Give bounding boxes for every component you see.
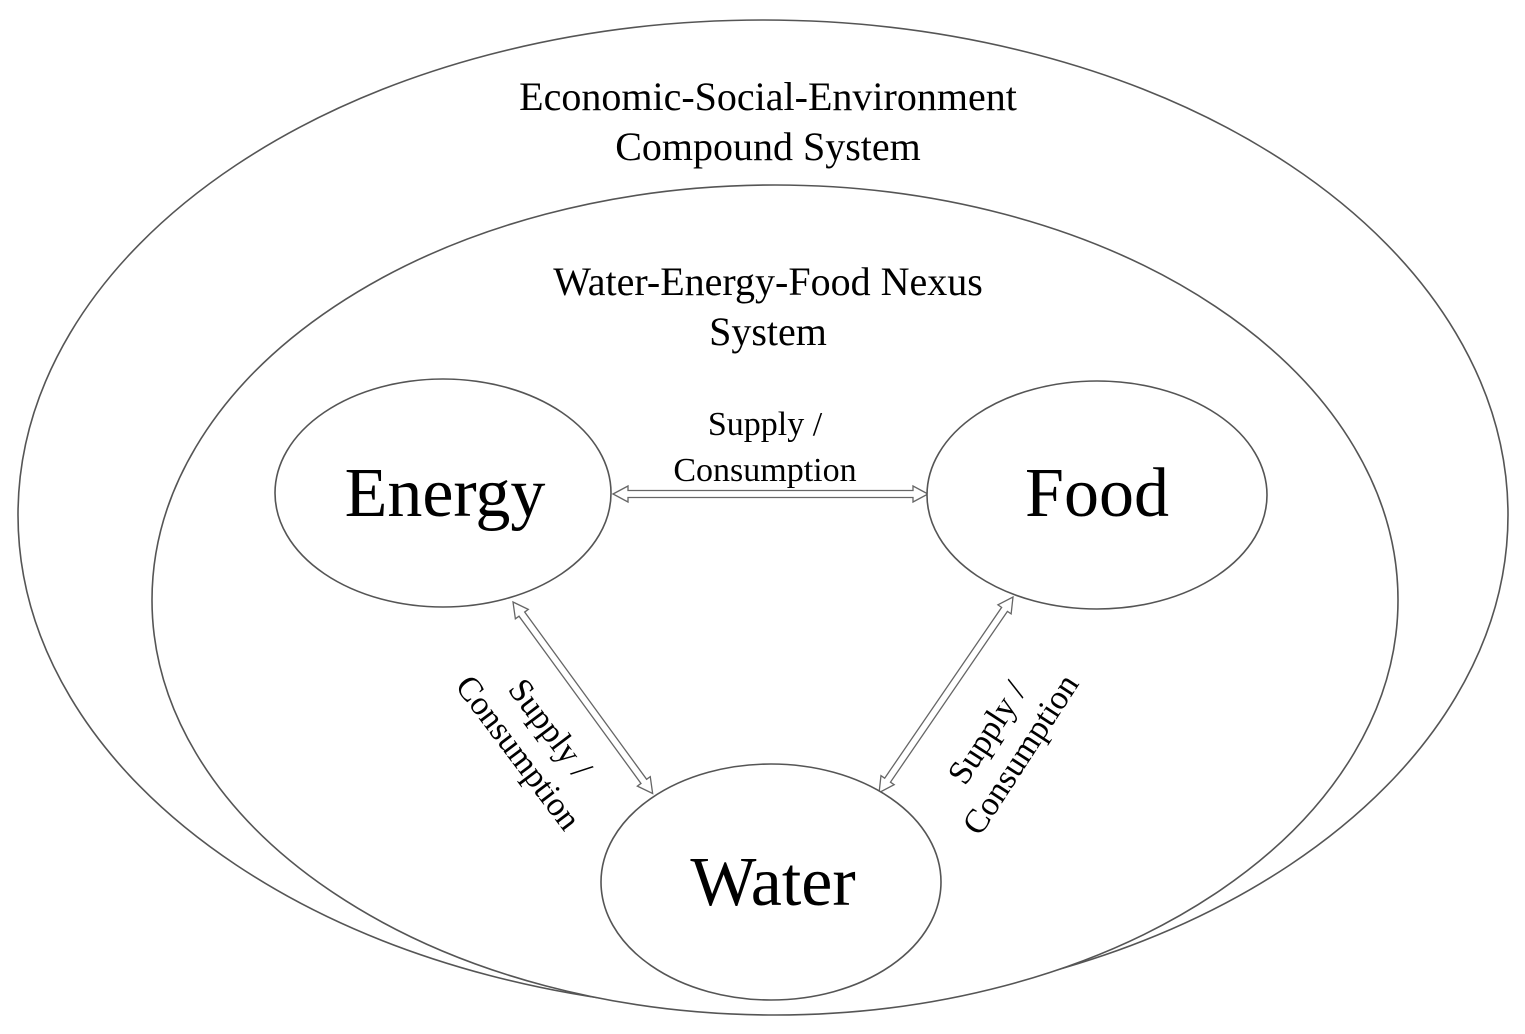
- energy-label: Energy: [345, 455, 546, 532]
- inner-system-label-line2: System: [709, 309, 827, 354]
- outer-system-label-line1: Economic-Social-Environment: [519, 74, 1017, 119]
- food-node: [926, 380, 1268, 610]
- inner-system-label: Water-Energy-Food Nexus System: [553, 259, 983, 354]
- inner-system-label-line1: Water-Energy-Food Nexus: [553, 259, 983, 304]
- water-node: [600, 763, 942, 1001]
- food-label: Food: [1025, 455, 1169, 532]
- energy-node: [274, 378, 612, 608]
- outer-system-label-line2: Compound System: [615, 124, 921, 169]
- relation-energy-food-line1: Supply /: [708, 406, 823, 443]
- outer-system-label: Economic-Social-Environment Compound Sys…: [519, 74, 1017, 169]
- relation-energy-food-line2: Consumption: [673, 452, 856, 489]
- water-label: Water: [690, 844, 855, 921]
- relation-label-energy-food: Supply / Consumption: [673, 406, 856, 489]
- arrow-energy-water: [512, 600, 654, 795]
